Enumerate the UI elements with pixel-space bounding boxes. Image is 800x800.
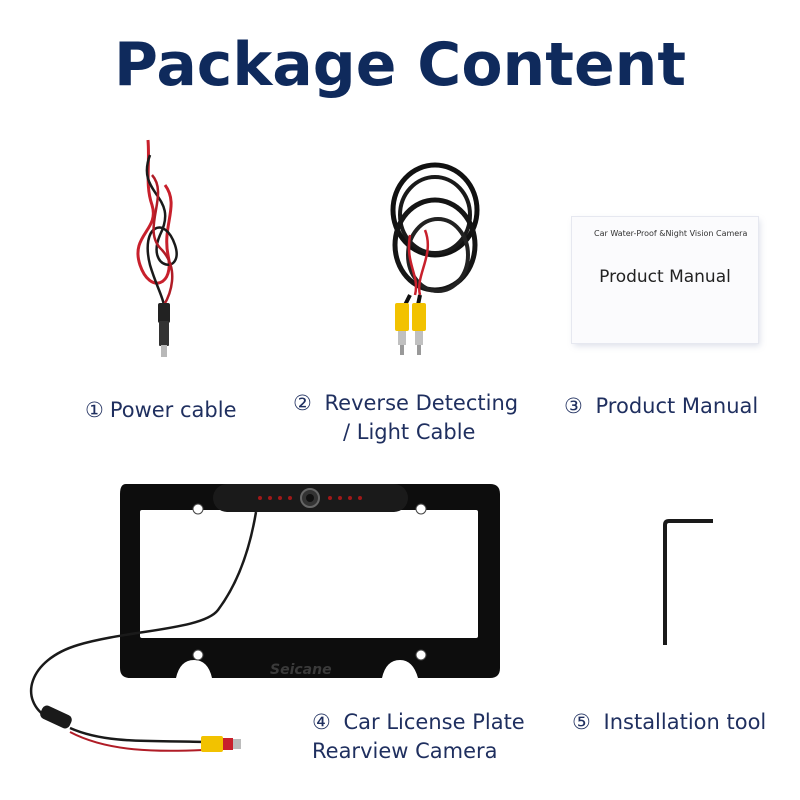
item-label: Installation tool: [603, 710, 767, 734]
manual-title: Product Manual: [599, 267, 731, 287]
item-number: ②: [293, 391, 312, 415]
item-number: ⑤: [572, 710, 591, 734]
item-label-line2: Rearview Camera: [312, 739, 498, 763]
caption-license-camera: ④ Car License Plate Rearview Camera: [312, 708, 525, 766]
frame-brand-text: Seicane: [270, 662, 332, 678]
product-manual-image: Car Water-Proof &Night Vision Camera Pro…: [572, 217, 758, 343]
item-label: Power cable: [109, 398, 237, 422]
item-number: ①: [85, 398, 104, 422]
installation-tool-image: [663, 519, 713, 645]
caption-installation-tool: ⑤ Installation tool: [572, 708, 766, 737]
item-label-line1: Car License Plate: [343, 710, 525, 734]
page-title: Package Content: [113, 30, 687, 100]
manual-subtitle: Car Water-Proof &Night Vision Camera: [594, 229, 748, 238]
power-cable-image: [136, 139, 178, 357]
item-label-line1: Reverse Detecting: [324, 391, 519, 415]
caption-reverse-cable: ② Reverse Detecting / Light Cable: [293, 389, 518, 447]
reverse-cable-image: [390, 162, 480, 355]
item-number: ④: [312, 710, 331, 734]
item-label: Product Manual: [595, 394, 759, 418]
item-number: ③: [564, 394, 583, 418]
caption-product-manual: ③ Product Manual: [564, 392, 758, 421]
license-plate-camera-image: Seicane: [30, 484, 500, 752]
item-label-line2: / Light Cable: [343, 420, 476, 444]
